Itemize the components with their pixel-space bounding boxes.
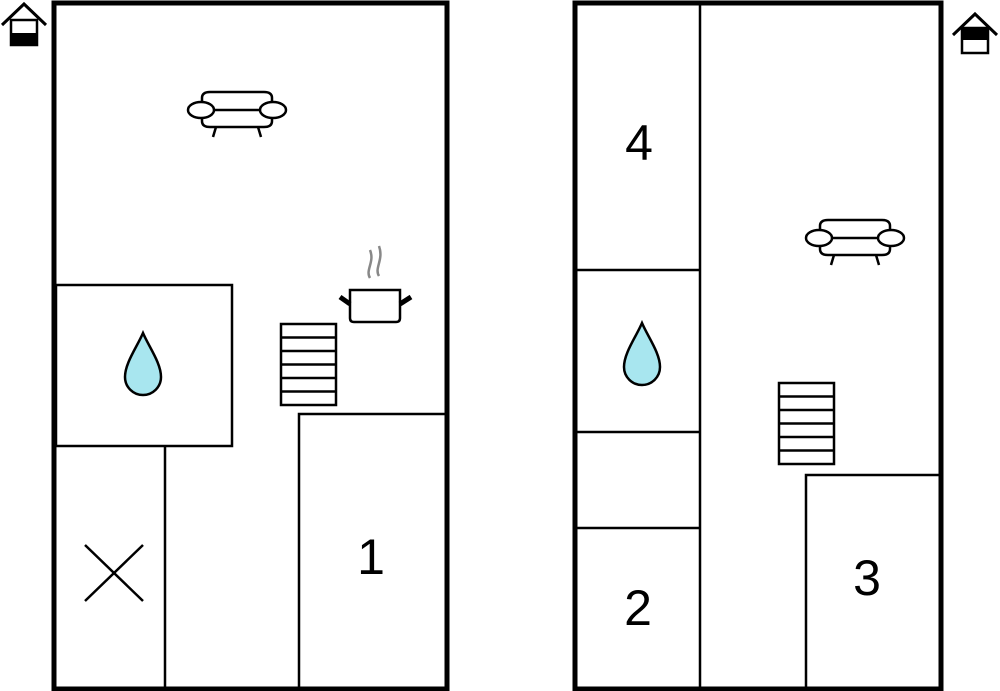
room-label-3: 3 xyxy=(853,550,881,606)
room-label-1: 1 xyxy=(357,529,385,585)
stairs-icon xyxy=(279,322,338,407)
upper-floor-plan: 4 2 3 xyxy=(572,0,999,691)
room-1 xyxy=(297,412,445,689)
cross-icon xyxy=(84,544,144,602)
water-drop-icon xyxy=(622,321,662,387)
sofa-icon xyxy=(186,90,288,139)
room-3 xyxy=(804,473,939,689)
outer-wall xyxy=(51,0,450,691)
room-label-2: 2 xyxy=(624,580,652,636)
house-lower-floor-icon xyxy=(0,1,48,47)
house-upper-floor-icon xyxy=(951,11,999,55)
ground-floor-plan: 1 xyxy=(0,0,450,691)
outer-wall xyxy=(572,0,944,691)
stairs-icon xyxy=(777,381,836,466)
cooking-pot-icon xyxy=(338,245,413,324)
room-label-4: 4 xyxy=(625,115,653,171)
bathroom xyxy=(54,283,234,448)
water-drop-icon xyxy=(123,331,163,397)
sofa-icon xyxy=(804,218,906,267)
